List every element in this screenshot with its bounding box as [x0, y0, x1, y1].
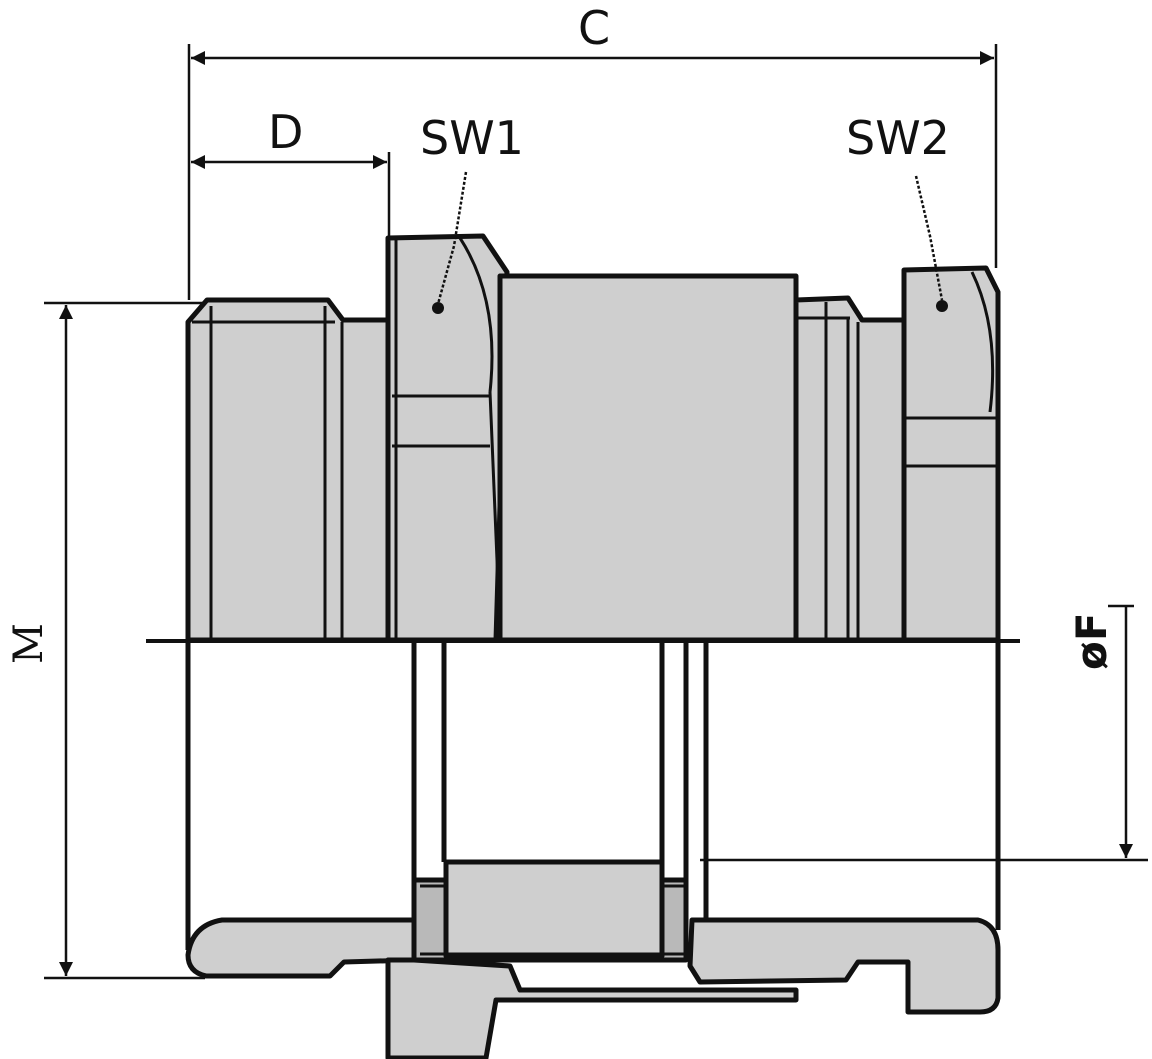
- lower-section: [185, 641, 1001, 950]
- left-thread-part: [185, 297, 391, 643]
- label-d: D: [268, 105, 303, 159]
- label-f: øF: [1067, 612, 1116, 670]
- dimension-lines: [44, 44, 1148, 980]
- label-sw2: SW2: [846, 111, 950, 165]
- sw1-leader-dot: [432, 302, 444, 314]
- sw2-leader-dot: [936, 300, 948, 312]
- sw2-leader: [914, 175, 944, 301]
- label-sw1: SW1: [420, 111, 524, 165]
- seal-details: [420, 884, 686, 956]
- lower-flange: [185, 859, 1001, 1059]
- bottom-stem: [385, 957, 799, 1059]
- seal-inner: [443, 859, 665, 959]
- right-flange: [687, 917, 1001, 1015]
- sw2-hex: [901, 265, 1001, 643]
- sw1-leader: [436, 171, 468, 305]
- sw1-hex: [385, 233, 510, 643]
- label-c: C: [578, 1, 610, 55]
- center-body: [497, 273, 799, 643]
- upper-detail-lines: [192, 237, 996, 640]
- right-thread-part: [793, 295, 907, 643]
- upper-section: [185, 233, 1001, 643]
- label-m: M: [6, 623, 52, 664]
- left-flange: [185, 917, 417, 979]
